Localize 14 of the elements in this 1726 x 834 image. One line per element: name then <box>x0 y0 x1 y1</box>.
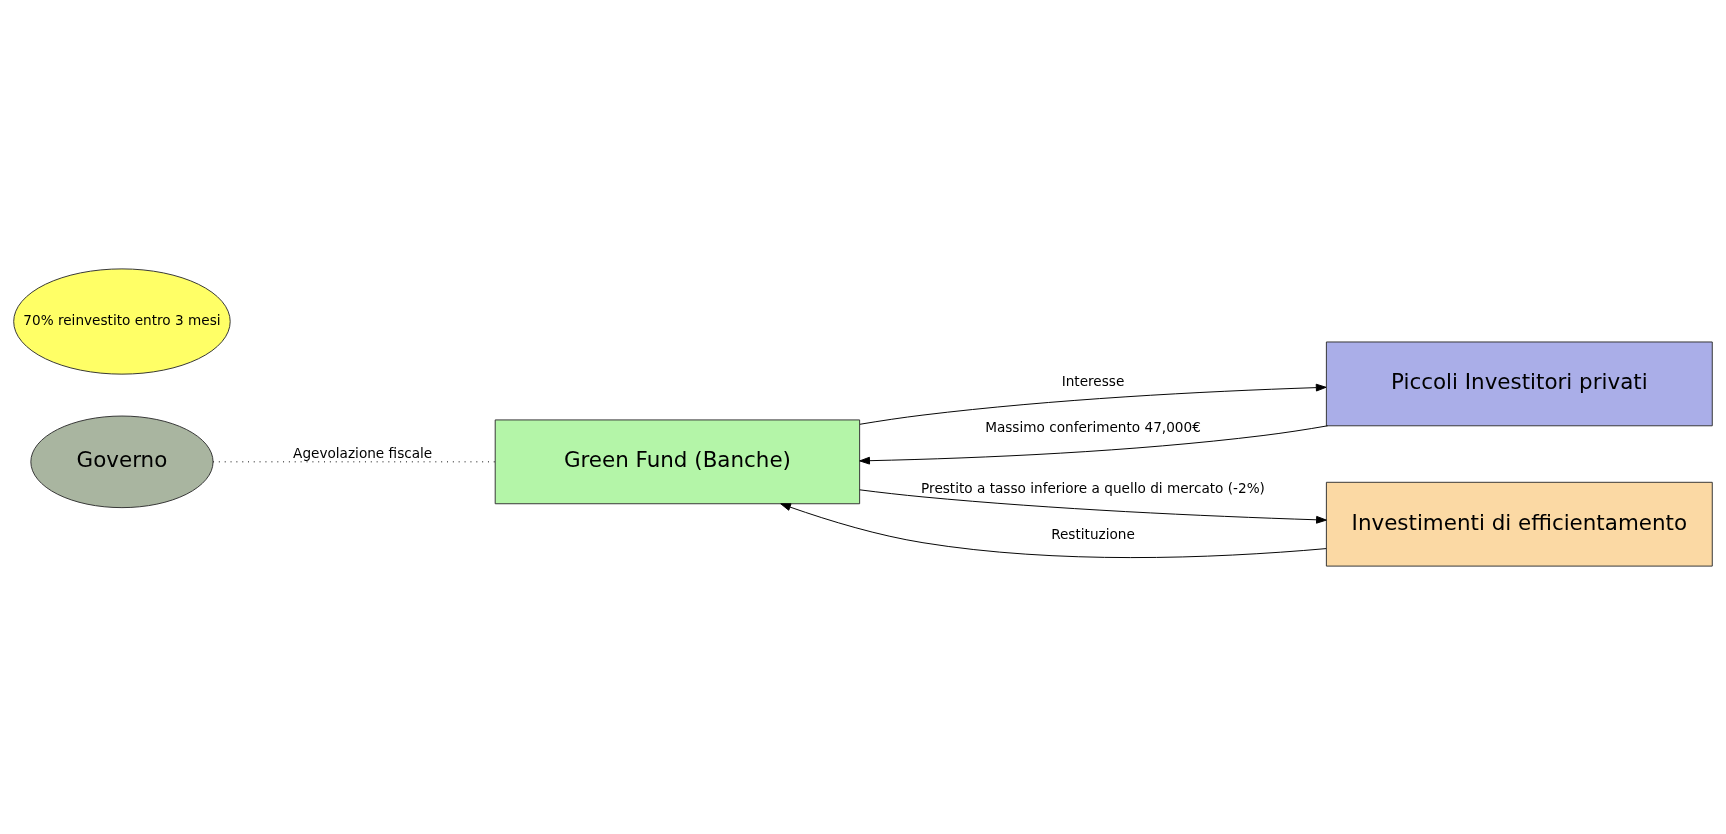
arrow <box>859 424 1329 465</box>
edge-label: Massimo conferimento 47,000€ <box>985 418 1201 435</box>
node-ellipse: 70% reinvestito entro 3 mesi <box>13 267 231 375</box>
node-box: Investimenti di efficientamento <box>1325 481 1713 567</box>
arrow <box>859 488 1327 524</box>
node-ellipse: Governo <box>30 415 214 508</box>
edge-label: Prestito a tasso inferiore a quello di mercato (-2%) <box>921 479 1265 496</box>
edge-label: Agevolazione fiscale <box>293 444 433 461</box>
arrow <box>780 502 1327 558</box>
edge-label: Interesse <box>1061 372 1125 389</box>
arrow <box>859 383 1327 425</box>
node-box: Green Fund (Banche) <box>494 418 861 504</box>
edge-label: Restituzione <box>1051 525 1135 542</box>
node-box: Piccoli Investitori privati <box>1325 341 1713 426</box>
